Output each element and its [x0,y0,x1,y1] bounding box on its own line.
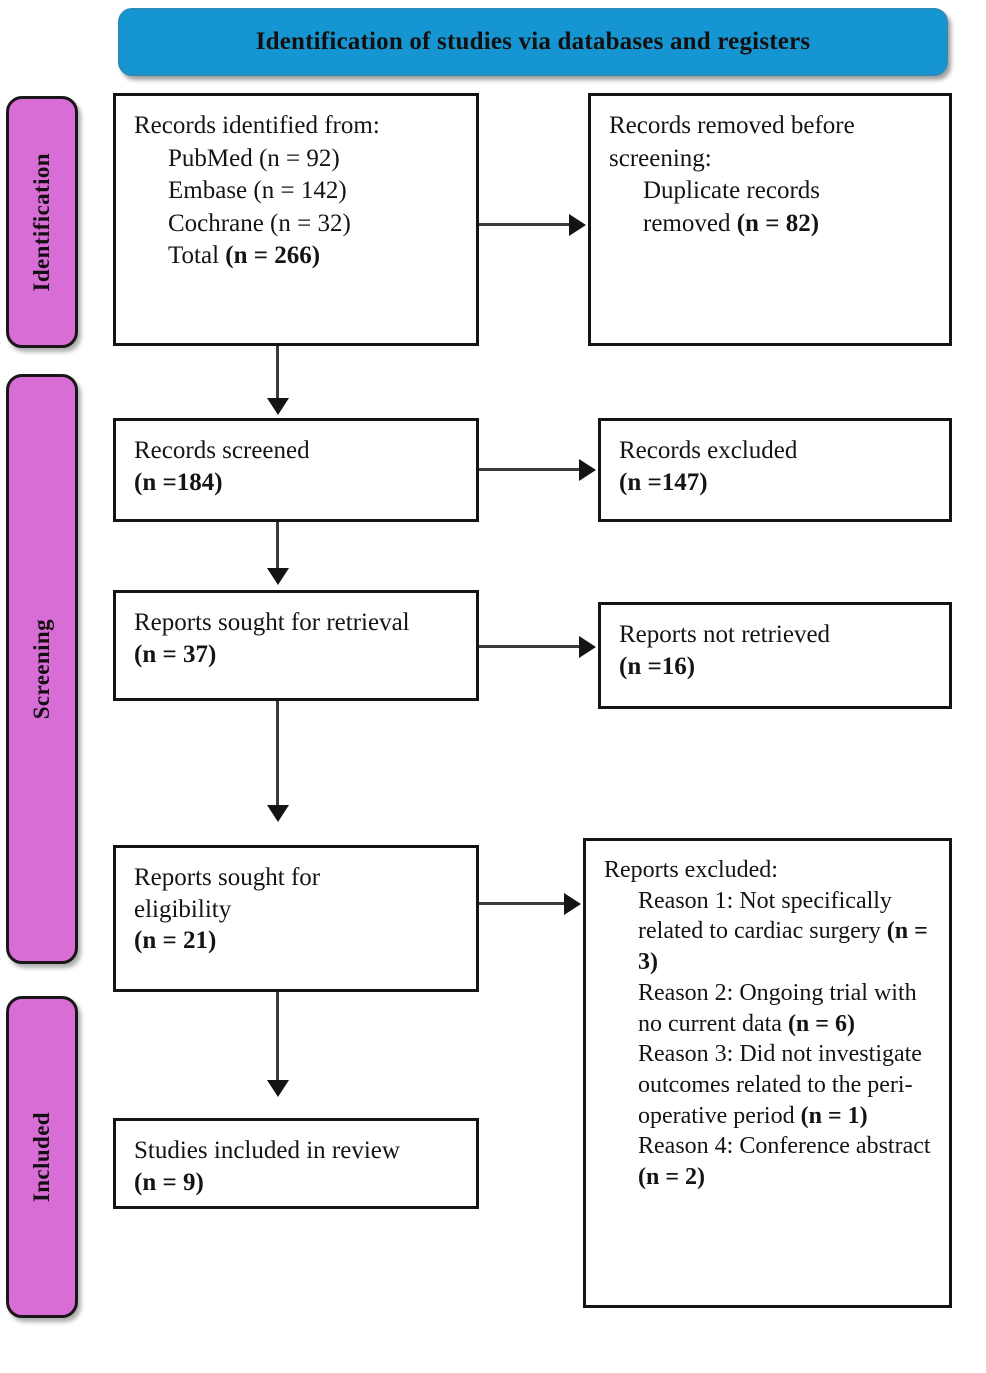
records-screened-label: Records screened [134,437,310,464]
records-excluded-label: Records excluded [619,437,798,464]
records-identified-total-label: Total [168,242,226,269]
reports-excluded-reason-4: Reason 4: Conference abstract (n = 2) [604,1131,933,1192]
box-reports-not-retrieved: Reports not retrieved (n =16) [598,602,952,709]
reports-sought-retrieval-count-value: (n = 37) [134,640,217,668]
connector-screened-to-retrieval-arrow [267,568,289,585]
connector-screened-to-retrieval-line [276,522,279,571]
records-identified-total-count: (n = 266) [225,242,321,269]
reports-eligibility-count: (n = 21) [134,925,460,957]
records-screened-count-value: (n =184) [134,468,223,496]
connector-identified-to-removed-line [479,223,571,226]
connector-retrieval-to-eligibility-arrow [267,805,289,822]
box-records-screened: Records screened (n =184) [113,418,479,522]
stage-bar-identification: Identification [6,96,78,348]
reason-3-text: Reason 3: Did not investigate outcomes r… [638,1041,922,1129]
records-identified-total: Total (n = 266) [134,240,460,273]
reports-excluded-heading: Reports excluded: [604,857,778,883]
connector-eligibility-to-included-line [276,992,279,1083]
box-reports-sought-eligibility: Reports sought for eligibility (n = 21) [113,845,479,992]
connector-eligibility-to-excluded-arrow [564,893,581,915]
reason-2-text: Reason 2: Ongoing trial with no current … [638,979,917,1037]
records-removed-duplicate-label: removed [643,209,737,237]
connector-identified-to-screened-line [276,346,279,401]
reason-1-count: (n = 3) [638,918,928,976]
connector-identified-to-screened-arrow [267,398,289,415]
reports-excluded-reason-1: Reason 1: Not specifically related to ca… [604,886,933,978]
box-reports-sought-retrieval: Reports sought for retrieval (n = 37) [113,590,479,701]
reports-excluded-reason-3: Reason 3: Did not investigate outcomes r… [604,1039,933,1131]
stage-bar-screening: Screening [6,374,78,964]
reports-eligibility-label-line1: Reports sought for [134,864,321,891]
reports-sought-retrieval-label: Reports sought for retrieval [134,609,410,636]
connector-eligibility-to-excluded-line [479,902,567,905]
box-reports-excluded-reasons: Reports excluded: Reason 1: Not specific… [583,838,952,1308]
stage-label-identification: Identification [29,152,54,292]
box-studies-included: Studies included in review (n = 9) [113,1118,479,1209]
diagram-header-banner: Identification of studies via databases … [118,8,948,76]
connector-retrieval-to-notretrieved-arrow [579,636,596,658]
box-records-removed: Records removed before screening: Duplic… [588,93,952,346]
connector-identified-to-removed-arrow [569,214,586,236]
connector-retrieval-to-notretrieved-line [479,645,581,648]
stage-label-screening: Screening [29,618,54,720]
records-identified-pubmed: PubMed (n = 92) [168,144,340,172]
box-records-identified: Records identified from: PubMed (n = 92)… [113,93,479,346]
reports-eligibility-count-value: (n = 21) [134,927,217,954]
records-removed-heading-line1: Records removed before [609,112,855,139]
records-identified-heading: Records identified from: [134,112,380,139]
studies-included-count-value: (n = 9) [134,1168,204,1196]
records-excluded-count: (n =147) [619,467,933,499]
studies-included-label: Studies included in review [134,1137,400,1164]
box-records-excluded: Records excluded (n =147) [598,418,952,522]
reason-2-count: (n = 6) [787,1010,855,1037]
reason-4-text: Reason 4: Conference abstract [638,1133,931,1160]
banner-title: Identification of studies via databases … [255,28,811,55]
records-excluded-count-value: (n =147) [619,468,708,496]
reason-1-text: Reason 1: Not specifically related to ca… [638,887,892,945]
records-removed-heading-line2: screening: [609,144,712,172]
connector-eligibility-to-included-arrow [267,1080,289,1097]
reason-4-count: (n = 2) [638,1164,706,1191]
reports-not-retrieved-count-value: (n =16) [619,652,696,680]
connector-screened-to-excluded-line [479,468,581,471]
reason-3-count: (n = 1) [800,1102,868,1129]
stage-label-included: Included [29,1111,54,1203]
records-removed-duplicate-line1: Duplicate records [643,177,821,204]
records-screened-count: (n =184) [134,467,460,499]
records-identified-embase: Embase (n = 142) [168,177,347,204]
studies-included-count: (n = 9) [134,1167,460,1199]
records-removed-duplicate-line2: removed (n = 82) [609,208,933,241]
records-identified-cochrane: Cochrane (n = 32) [168,209,351,237]
reports-not-retrieved-count: (n =16) [619,651,933,683]
connector-retrieval-to-eligibility-line [276,701,279,807]
reports-excluded-reason-2: Reason 2: Ongoing trial with no current … [604,978,933,1039]
connector-screened-to-excluded-arrow [579,459,596,481]
stage-bar-included: Included [6,996,78,1318]
records-removed-duplicate-count: (n = 82) [736,209,820,237]
reports-eligibility-label-line2: eligibility [134,895,232,923]
reports-not-retrieved-label: Reports not retrieved [619,621,831,648]
reports-sought-retrieval-count: (n = 37) [134,639,460,671]
